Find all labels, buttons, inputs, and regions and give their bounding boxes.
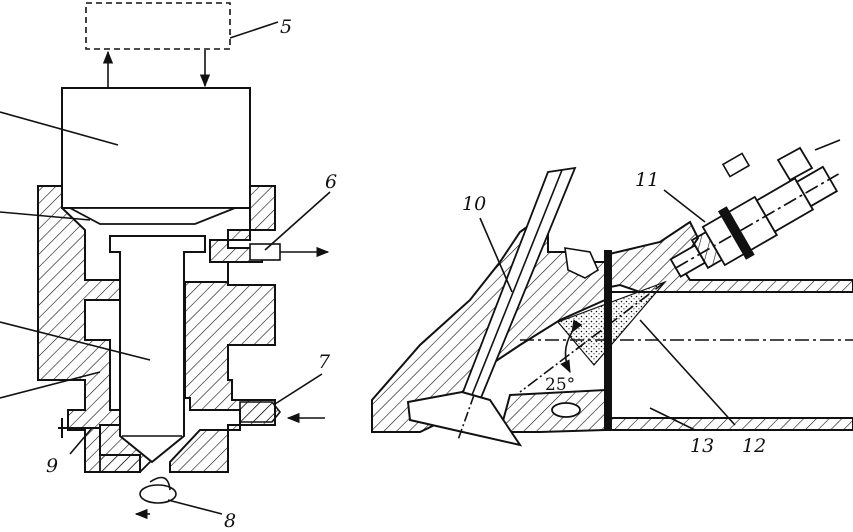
valve-head <box>406 390 523 447</box>
label-6: 6 <box>325 171 337 193</box>
label-9: 9 <box>46 455 58 477</box>
spray-angle-label: 25° <box>545 375 575 395</box>
control-unit-box <box>85 2 231 50</box>
needle-plunger <box>109 235 206 464</box>
label-12: 12 <box>742 435 766 457</box>
left-figure: 5 6 7 8 9 <box>0 2 337 532</box>
label-13: 13 <box>690 435 714 457</box>
label-10: 10 <box>462 193 486 215</box>
inlet-port <box>239 401 282 423</box>
body-right-section <box>169 185 276 473</box>
chamber-cavity <box>564 247 600 279</box>
label-8: 8 <box>224 510 236 532</box>
spray-swirl <box>139 484 177 504</box>
actuator-cone <box>69 207 236 225</box>
injector-connector <box>776 146 814 182</box>
actuator-block <box>61 87 251 209</box>
port-upper-wall <box>604 220 853 293</box>
injector-clip <box>721 152 751 178</box>
lower-wall-slot <box>551 402 581 418</box>
label-11: 11 <box>635 169 659 191</box>
label-5: 5 <box>280 16 292 38</box>
fuel-injector <box>669 165 839 278</box>
right-figure: 25° 10 11 12 13 <box>371 139 853 457</box>
outlet-port <box>249 243 281 261</box>
label-7: 7 <box>318 351 331 373</box>
